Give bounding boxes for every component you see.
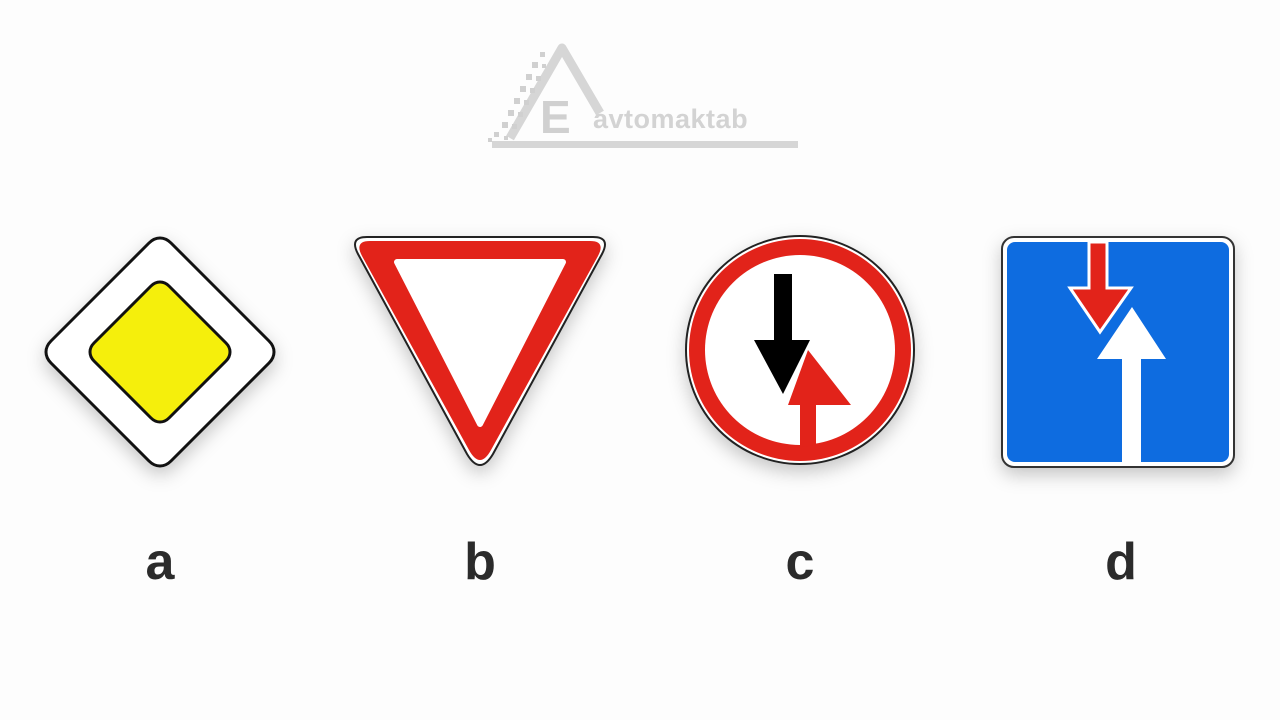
logo-text: avtomaktab [593, 104, 749, 134]
option-b-label: b [464, 533, 496, 591]
option-a-sign[interactable] [40, 232, 280, 472]
yield-sign-icon [354, 236, 606, 466]
option-a-label: a [145, 533, 175, 591]
logo-roof-icon: E [488, 43, 798, 148]
option-c-sign[interactable] [682, 232, 918, 472]
logo-letter: E [540, 91, 571, 143]
option-d-label: d [1105, 533, 1137, 591]
main-road-sign-icon [44, 236, 276, 468]
avtomaktab-logo: E avtomaktab [480, 38, 800, 153]
priority-over-oncoming-traffic-sign-icon [1001, 236, 1235, 468]
priority-oncoming-traffic-sign-icon [685, 235, 915, 465]
option-d-sign[interactable] [998, 232, 1238, 472]
option-c-label: c [785, 533, 815, 591]
option-b-sign[interactable] [345, 232, 615, 472]
